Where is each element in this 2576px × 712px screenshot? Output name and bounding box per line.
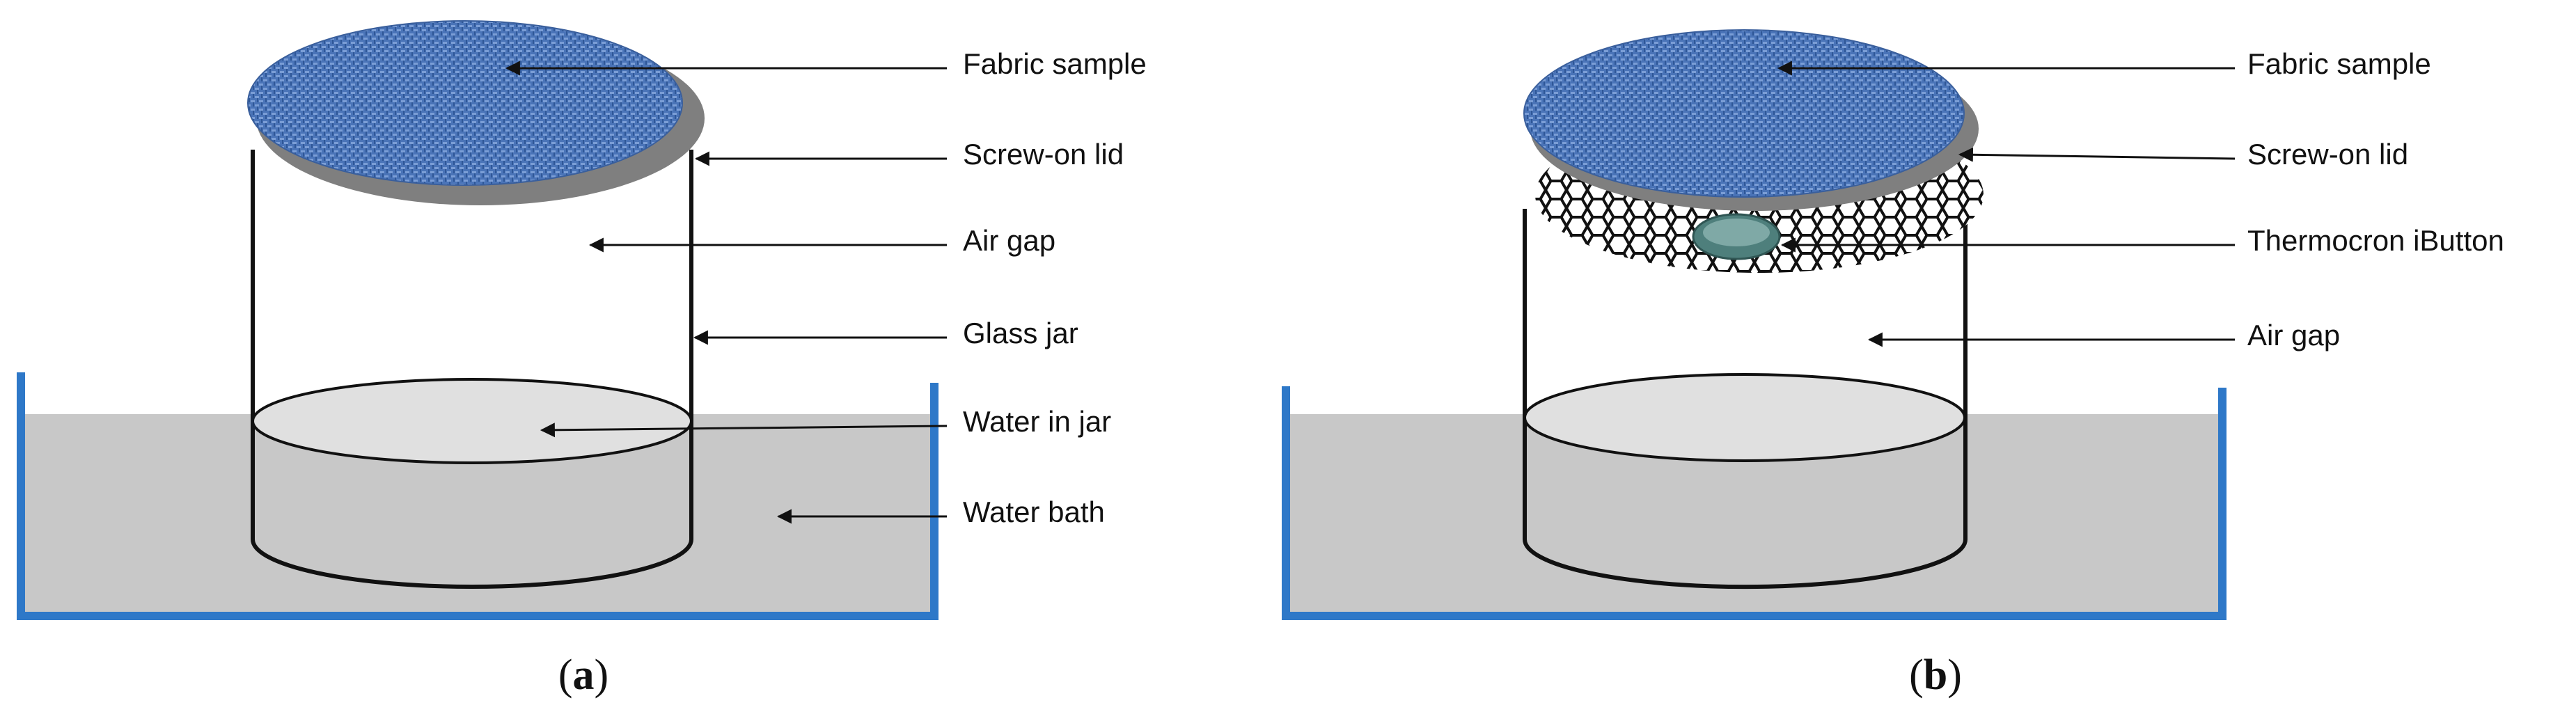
water-bath-tank-a <box>17 372 938 620</box>
panel-b: Fabric sample Screw-on lid Thermocron iB… <box>1282 29 2504 699</box>
arrow-water-jar-a <box>540 422 948 438</box>
arrow-lid-b <box>1958 147 2236 162</box>
label-water-in-jar-a: Water in jar <box>963 405 1111 438</box>
caption-a: (a) <box>558 651 608 699</box>
label-thermocron-ibutton-b: Thermocron iButton <box>2247 224 2504 257</box>
caption-b-close: ) <box>1947 651 1962 699</box>
label-water-bath-a: Water bath <box>963 496 1105 528</box>
label-air-gap-b: Air gap <box>2247 319 2340 351</box>
jar-bottom-a <box>251 539 693 589</box>
label-fabric-sample-a: Fabric sample <box>963 47 1147 80</box>
label-screw-on-lid-b: Screw-on lid <box>2247 138 2408 171</box>
ibutton-face <box>1703 219 1770 246</box>
caption-b: (b) <box>1909 651 1962 699</box>
fabric-sample-a <box>247 20 683 186</box>
water-surface-a <box>251 378 693 464</box>
fabric-sample-b <box>1523 29 1965 198</box>
water-bath-tank-b <box>1282 386 2226 620</box>
label-glass-jar-a: Glass jar <box>963 317 1078 349</box>
label-fabric-sample-b: Fabric sample <box>2247 47 2431 80</box>
caption-a-letter: a <box>573 651 595 699</box>
caption-a-close: ) <box>595 651 609 699</box>
panel-a: Fabric sample Screw-on lid Air gap Glass… <box>17 20 1147 699</box>
label-air-gap-a: Air gap <box>963 224 1055 257</box>
water-surface-b <box>1523 373 1966 462</box>
caption-b-open: ( <box>1909 651 1924 699</box>
caption-b-letter: b <box>1924 651 1947 699</box>
jar-bottom-b <box>1523 539 1968 590</box>
caption-a-open: ( <box>558 651 573 699</box>
label-screw-on-lid-a: Screw-on lid <box>963 138 1124 171</box>
